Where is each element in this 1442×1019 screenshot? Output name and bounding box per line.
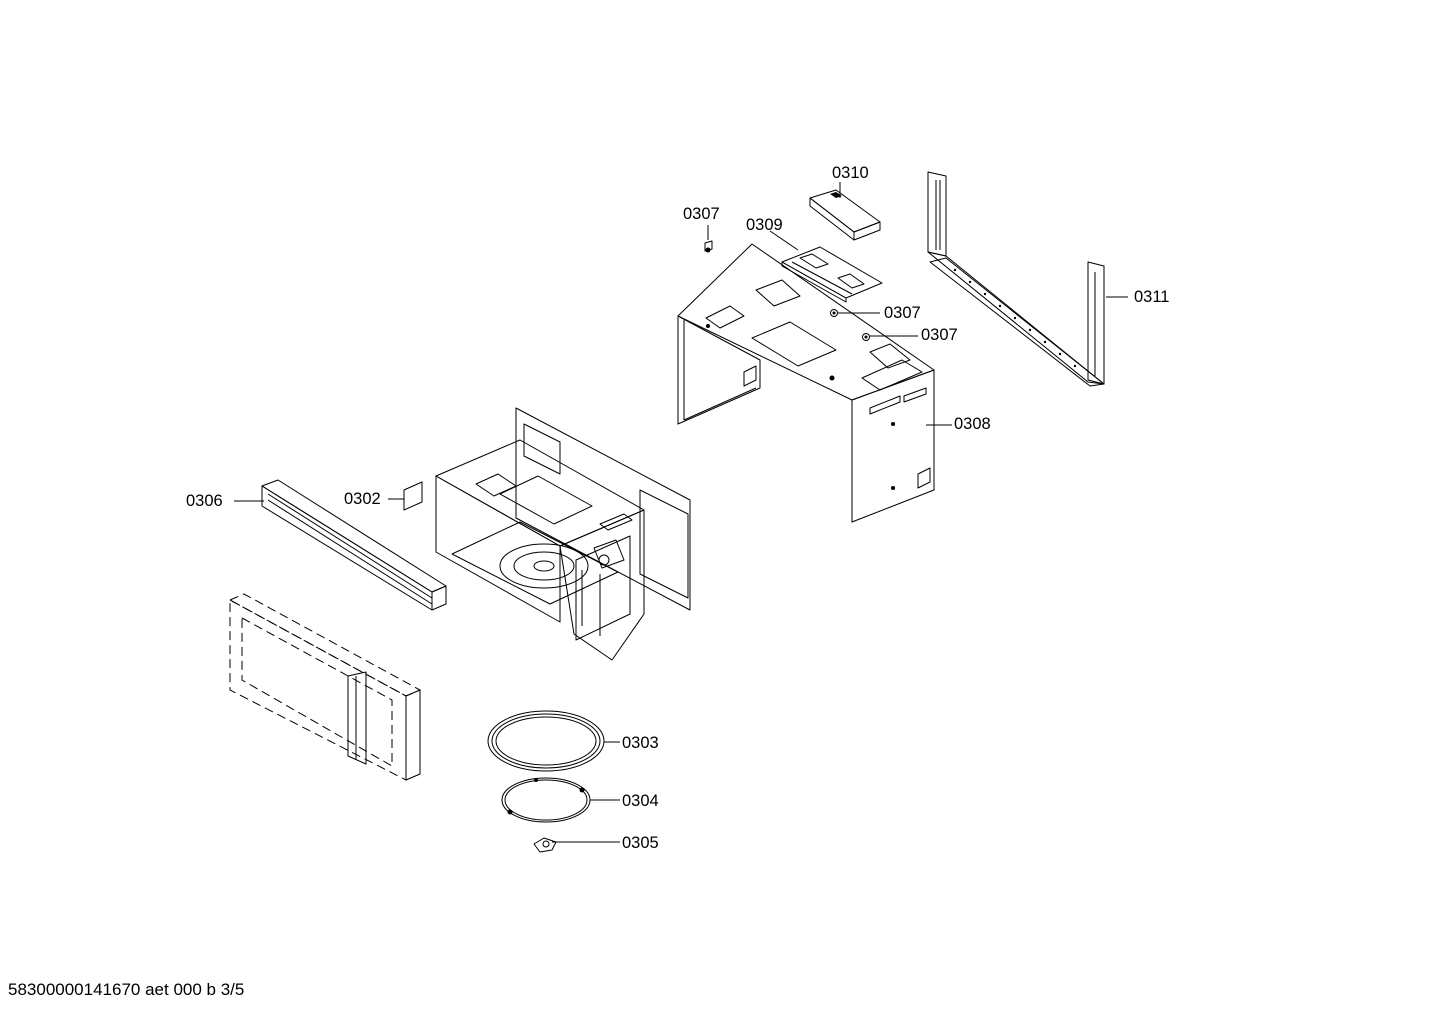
document-code: 58300000141670 aet 000 b 3/5 — [8, 980, 245, 999]
part-0307-screw-c — [862, 333, 870, 341]
part-0311-mounting-bracket — [927, 171, 1105, 387]
callout-0307-middle: 0307 — [884, 304, 921, 322]
part-0302-cover-plate — [403, 481, 423, 511]
part-0307-screw-b — [830, 309, 838, 317]
callout-0306: 0306 — [186, 492, 223, 510]
callout-0303: 0303 — [622, 734, 659, 752]
callout-0307-lower: 0307 — [921, 326, 958, 344]
part-0305-coupler — [533, 837, 557, 853]
part-0310-top-cover — [809, 189, 881, 241]
callout-0304: 0304 — [622, 792, 659, 810]
bracket-hole-row — [953, 268, 1077, 368]
door-assembly — [228, 593, 422, 781]
oven-cavity — [435, 407, 691, 661]
leader-lines — [234, 182, 1128, 843]
callout-labels: 0310 0307 0309 0307 0307 0311 0308 0306 … — [186, 164, 1169, 852]
callout-0311: 0311 — [1134, 288, 1169, 306]
part-0308-outer-case — [677, 243, 935, 523]
callout-0309: 0309 — [746, 216, 783, 234]
part-0303-glass-tray — [487, 710, 605, 772]
callout-0308: 0308 — [954, 415, 991, 433]
callout-0310: 0310 — [832, 164, 869, 182]
part-0306-control-strip — [261, 479, 447, 611]
callout-0307-top: 0307 — [683, 205, 720, 223]
part-0307-screw-a — [704, 240, 713, 253]
callout-0302: 0302 — [344, 490, 381, 508]
part-0304-roller-ring — [501, 777, 591, 823]
callout-0305: 0305 — [622, 834, 659, 852]
